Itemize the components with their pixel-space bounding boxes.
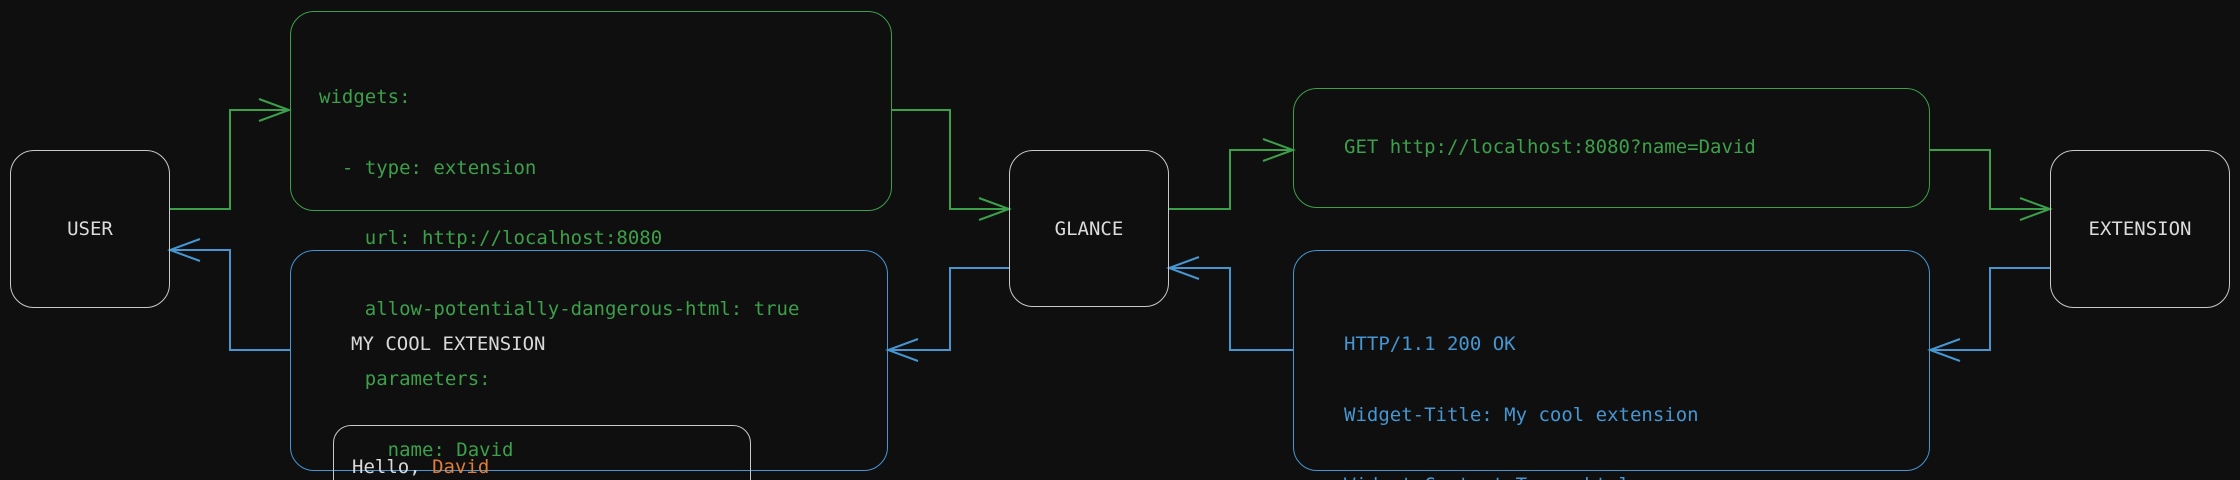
yaml-line: - type: extension — [319, 156, 537, 179]
config-yaml-box: widgets: - type: extension url: http://l… — [290, 11, 892, 461]
arrowhead-response-to-glance — [1166, 256, 1200, 280]
arrowhead-extension-to-response — [1927, 338, 1961, 362]
user-node: USER — [10, 150, 170, 308]
http-request-box: GET http://localhost:8080?name=David — [1293, 88, 1930, 208]
arrow-request-to-extension — [1930, 149, 2050, 210]
yaml-line: name: David — [319, 438, 514, 461]
yaml-line: allow-potentially-dangerous-html: true — [319, 297, 800, 320]
greeting-prefix: Hello, — [352, 455, 433, 478]
arrow-glance-to-widget — [888, 267, 1009, 351]
glance-node: GLANCE — [1009, 150, 1169, 307]
widget-title: MY COOL EXTENSION — [351, 333, 546, 355]
http-response-box: HTTP/1.1 200 OK Widget-Title: My cool ex… — [1293, 250, 1930, 480]
yaml-line: parameters: — [319, 368, 491, 390]
extension-node: EXTENSION — [2050, 150, 2230, 308]
arrow-glance-to-request — [1169, 149, 1293, 210]
extension-node-label: EXTENSION — [2088, 218, 2192, 240]
greeting-name: David — [432, 455, 490, 478]
glance-node-label: GLANCE — [1054, 217, 1124, 240]
widget-greeting-box: Hello, David — [333, 424, 751, 480]
yaml-line: widgets: — [319, 86, 411, 108]
user-node-label: USER — [67, 218, 113, 240]
response-flow — [167, 238, 2050, 362]
arrow-config-to-glance — [892, 109, 1009, 210]
yaml-line: url: http://localhost:8080 — [319, 227, 663, 249]
rendered-widget-box: MY COOL EXTENSION Hello, David — [290, 250, 888, 480]
arrow-response-to-glance — [1169, 267, 1293, 351]
response-line: HTTP/1.1 200 OK — [1344, 333, 1516, 355]
arrowhead-glance-to-widget — [885, 338, 919, 362]
arrowhead-widget-to-user — [167, 238, 201, 262]
arrow-widget-to-user — [170, 249, 290, 351]
arrow-extension-to-response — [1930, 267, 2050, 351]
http-request-line: GET http://localhost:8080?name=David — [1344, 136, 1756, 159]
arrow-user-to-config — [170, 109, 289, 210]
response-line: Widget-Title: My cool extension — [1344, 403, 1699, 426]
arrowhead-user-to-config — [258, 98, 292, 122]
response-line: Widget-Content-Type: html — [1344, 474, 1919, 480]
